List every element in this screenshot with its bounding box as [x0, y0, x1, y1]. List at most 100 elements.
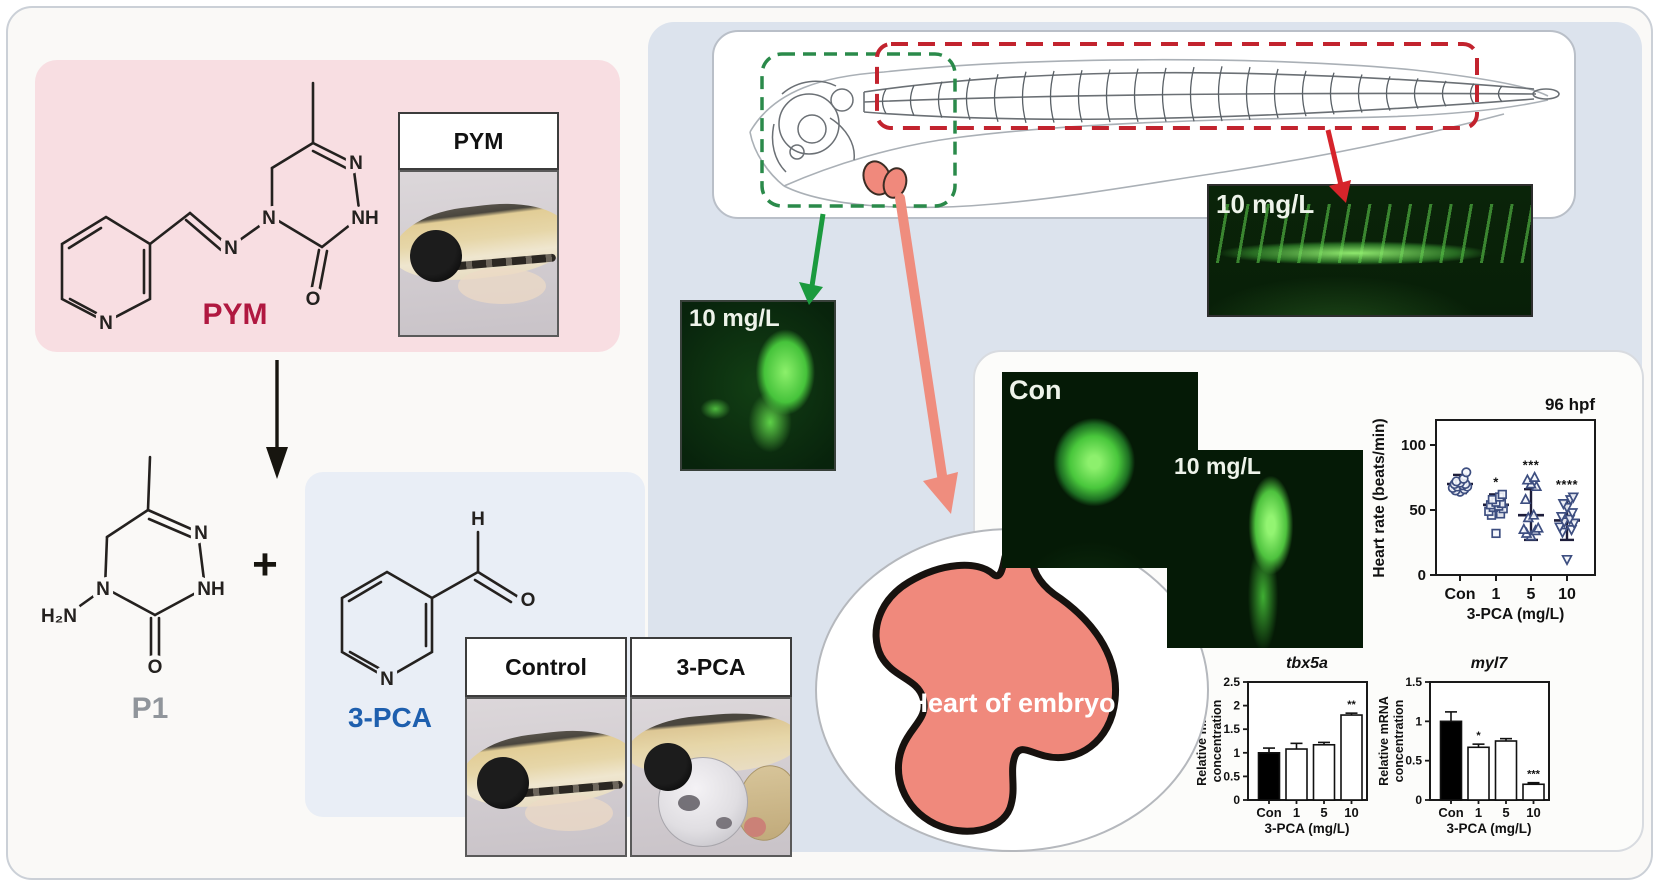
bar-ytick-label: 0.5 — [1223, 769, 1240, 783]
pym-photo-label: PYM — [398, 112, 559, 170]
bar — [1467, 746, 1490, 801]
trunk-fluorescence-image: 10 mg/L — [1207, 184, 1533, 317]
significance-label: * — [1493, 474, 1499, 489]
bar-ylabel-line1: Relative mRNA — [1377, 696, 1391, 786]
control-embryo-photo — [465, 697, 627, 857]
scatter-point — [1566, 508, 1579, 520]
scatter-xtick-label: Con — [1444, 586, 1475, 603]
scatter-title: 96 hpf — [1545, 395, 1595, 414]
scatter-ylabel: Heart rate (beats/min) — [1371, 418, 1388, 577]
somite-line — [1273, 68, 1279, 119]
pym-imine-n: N — [224, 238, 238, 259]
muscle-band-outline — [863, 71, 1560, 121]
bar-chart-title: tbx5a — [1286, 655, 1328, 672]
scatter-point — [1519, 492, 1532, 505]
pca-structure-drawing: N H O — [340, 505, 540, 695]
head-region-roi-box — [760, 52, 957, 208]
bar-ytick-label: 1 — [1415, 714, 1422, 728]
pym-keto-o: O — [306, 289, 321, 310]
heart-of-embryo-circle: Heart of embryo — [815, 528, 1209, 852]
pca-aldehyde-o: O — [521, 590, 536, 611]
scatter-point — [1553, 522, 1566, 534]
bar — [1257, 752, 1281, 801]
scatter-point — [1497, 489, 1507, 500]
pym-pyridine-n: N — [99, 313, 113, 334]
embryo-pigment-spot — [678, 795, 700, 811]
scatter-point — [1567, 492, 1580, 504]
pym-ring-n1: N — [349, 153, 363, 174]
significance-label: *** — [1527, 769, 1541, 781]
bar-ylabel-line2: concentration — [1392, 700, 1406, 783]
bar-chart-title: myl7 — [1471, 655, 1509, 672]
pca-photo-label: 3-PCA — [630, 637, 792, 697]
pca-molecule-name: 3-PCA — [347, 702, 432, 733]
embryo-heart-shape — [872, 546, 1120, 835]
somite-line — [1385, 76, 1391, 111]
p1-ring-nh: NH — [197, 579, 224, 600]
pca-aldehyde-h: H — [471, 509, 485, 530]
bar-ylabel-line2: concentration — [1210, 700, 1224, 783]
scatter-point — [1491, 528, 1501, 539]
p1-bonds — [75, 455, 207, 664]
scatter-xtick-label: 5 — [1527, 586, 1536, 603]
bar-xlabel: 3-PCA (mg/L) — [1265, 821, 1350, 836]
somite-lines — [881, 66, 1503, 124]
heart-treated-label: 10 mg/L — [1174, 453, 1261, 479]
somite-line — [1245, 66, 1251, 121]
pym-ring-nh: NH — [351, 208, 378, 229]
heart-control-label: Con — [1009, 375, 1062, 405]
bar-xtick-label: 1 — [1293, 805, 1300, 820]
embryo-eye — [410, 230, 462, 282]
somite-line — [1329, 72, 1335, 115]
scatter-point — [1461, 467, 1472, 478]
bar-ytick-label: 0 — [1415, 793, 1422, 807]
pca-embryo-photo — [630, 697, 792, 857]
scatter-point — [1568, 518, 1581, 530]
bar-xtick-label: Con — [1256, 805, 1281, 820]
pca-pyridine-n: N — [380, 669, 394, 690]
p1-amino-group: H₂N — [41, 606, 77, 627]
scatter-point — [1517, 522, 1530, 534]
scatter-point — [1555, 512, 1568, 524]
pym-ring-n4: N — [262, 208, 276, 229]
somite-line — [909, 85, 915, 116]
scatter-xtick-label: 10 — [1558, 586, 1576, 603]
bar — [1312, 743, 1336, 801]
scatter-point — [1561, 554, 1573, 567]
somite-line — [1413, 78, 1419, 109]
reaction-plus-sign: + — [252, 540, 278, 589]
bar-xlabel: 3-PCA (mg/L) — [1447, 821, 1532, 836]
head-dose-label: 10 mg/L — [689, 305, 780, 332]
heart-illustration: Heart of embryo — [872, 546, 1120, 835]
p1-keto-o: O — [148, 657, 163, 678]
scatter-point — [1557, 499, 1570, 511]
control-photo-label: Control — [465, 637, 627, 697]
p1-ring-n1: N — [194, 523, 208, 544]
heart-circle-label: Heart of embryo — [908, 688, 1115, 718]
somite-line — [1049, 70, 1055, 123]
head-fluorescence-image: 10 mg/L — [680, 300, 836, 471]
somite-line — [881, 88, 887, 114]
heart-control-fluorescence-image: Con — [1002, 372, 1198, 568]
somite-line — [1021, 71, 1027, 124]
somite-line — [1441, 80, 1447, 107]
larva-heart-shape — [862, 160, 908, 199]
pym-molecule-name: PYM — [202, 298, 268, 331]
pym-structure-drawing: N N N N NH O — [60, 81, 383, 339]
scatter-point — [1527, 508, 1540, 520]
zebrafish-larva-drawing — [749, 42, 1560, 209]
scatter-point — [1528, 470, 1541, 482]
bar — [1522, 783, 1545, 801]
embryo-eye — [644, 743, 692, 791]
bar-ytick-label: 1.5 — [1223, 722, 1240, 736]
bar-ytick-label: 0.5 — [1405, 754, 1422, 768]
somite-line — [1105, 69, 1111, 123]
pym-embryo-photo — [398, 170, 559, 337]
embryo-eye — [477, 757, 529, 809]
p1-ring-n4: N — [96, 579, 110, 600]
somite-line — [1497, 85, 1503, 103]
somite-line — [993, 73, 999, 123]
